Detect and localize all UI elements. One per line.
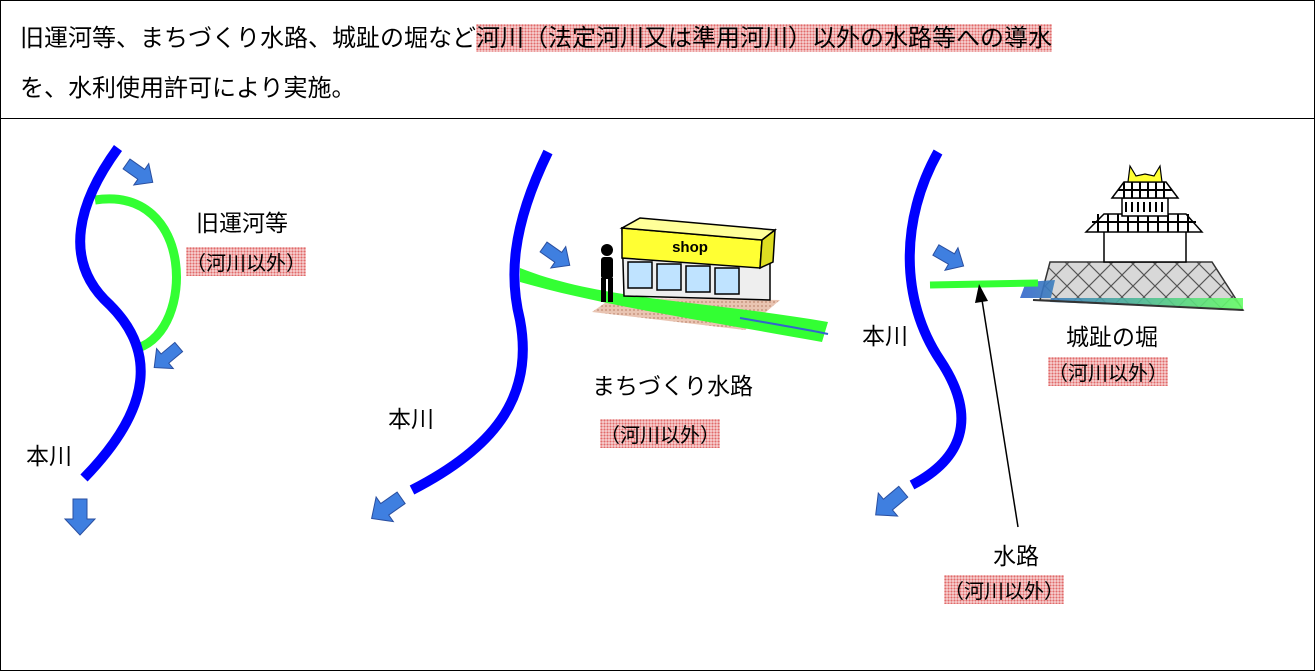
old-canal-note: （河川以外） bbox=[186, 247, 306, 276]
castle-icon bbox=[1020, 164, 1245, 311]
channel-note: （河川以外） bbox=[944, 575, 1064, 604]
flow-arrow-icon bbox=[539, 241, 571, 269]
main-river-3 bbox=[904, 149, 967, 490]
person-icon bbox=[601, 244, 613, 302]
river-label-3: 本川 bbox=[862, 324, 908, 350]
panel-town-waterway: shop bbox=[371, 149, 829, 523]
castle-moat-title: 城趾の堀 bbox=[1066, 325, 1158, 351]
channel-shade bbox=[739, 317, 829, 335]
intro-plain: 旧運河等、まちづくり水路、城趾の堀など bbox=[20, 24, 476, 52]
flow-arrow-icon bbox=[63, 498, 97, 536]
castle-channel bbox=[929, 279, 1039, 289]
main-river-1 bbox=[75, 145, 146, 482]
flow-arrow-icon bbox=[122, 158, 154, 186]
intro-highlight: 河川（法定河川又は準用河川）以外の水路等への導水 bbox=[476, 24, 1052, 52]
town-waterway-note: （河川以外） bbox=[600, 419, 720, 448]
flow-arrow-icon bbox=[875, 485, 909, 517]
panel-castle-moat bbox=[875, 149, 1245, 528]
main-river-2 bbox=[409, 149, 553, 495]
town-waterway-channel bbox=[520, 268, 828, 342]
panel-old-canal bbox=[63, 145, 184, 536]
river-label-1: 本川 bbox=[26, 444, 72, 470]
pointer-arrow-icon bbox=[975, 284, 1019, 528]
shop-icon: shop bbox=[619, 217, 777, 301]
river-label-2: 本川 bbox=[388, 407, 434, 433]
town-waterway-title: まちづくり水路 bbox=[592, 374, 753, 400]
flow-arrow-icon bbox=[371, 491, 406, 523]
intro-text: 旧運河等、まちづくり水路、城趾の堀など河川（法定河川又は準用河川）以外の水路等へ… bbox=[20, 13, 1310, 113]
header-panel: 旧運河等、まちづくり水路、城趾の堀など河川（法定河川又は準用河川）以外の水路等へ… bbox=[1, 1, 1314, 119]
castle-moat-note: （河川以外） bbox=[1048, 357, 1168, 386]
intro-line2: を、水利使用許可により実施。 bbox=[20, 74, 356, 102]
old-canal-title: 旧運河等 bbox=[196, 211, 288, 237]
channel-title: 水路 bbox=[993, 544, 1039, 570]
old-canal-channel bbox=[94, 194, 181, 353]
shop-sign-text: shop bbox=[672, 239, 708, 256]
flow-arrow-icon bbox=[153, 341, 184, 370]
flow-arrow-icon bbox=[932, 244, 965, 272]
